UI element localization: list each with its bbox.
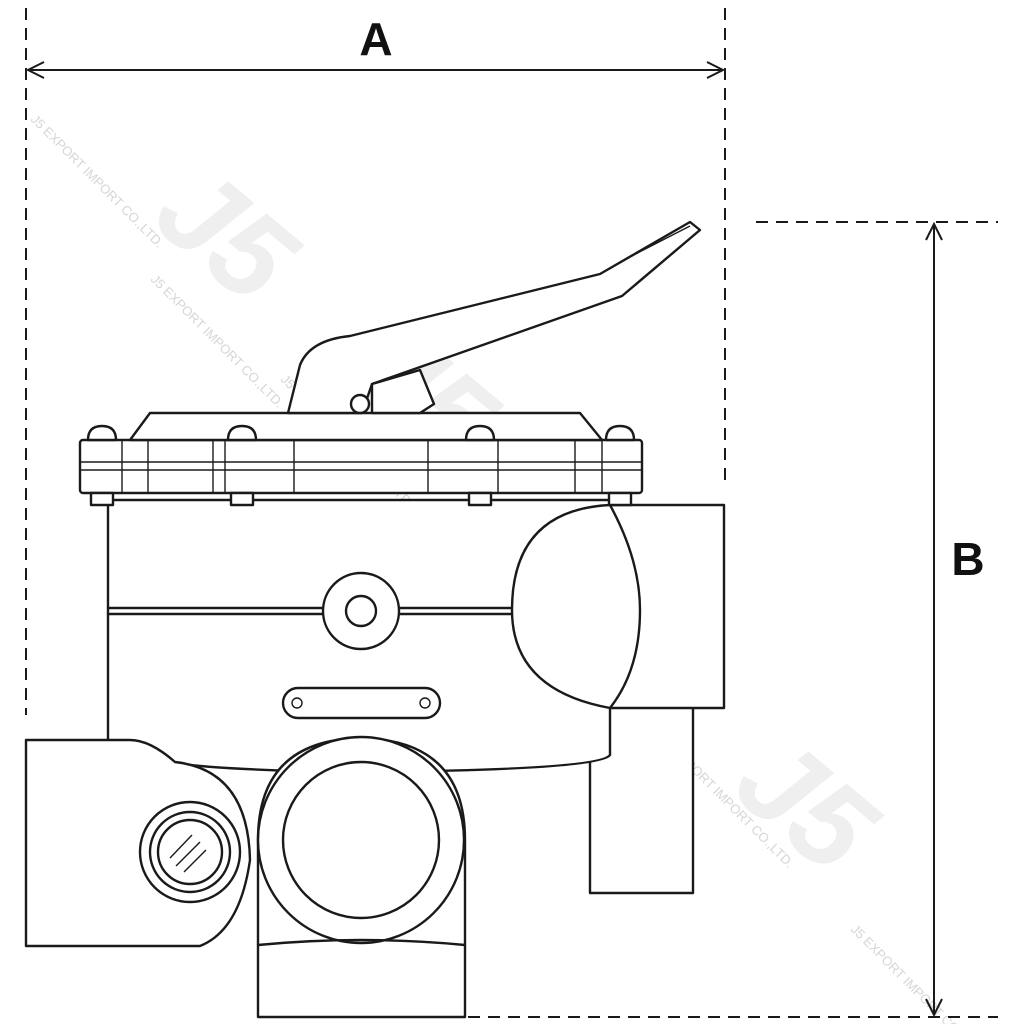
elbow-curve	[608, 503, 642, 710]
arrow-right-icon	[706, 61, 726, 79]
dimension-label-b: B	[951, 533, 984, 585]
screw-head-icon	[604, 424, 636, 442]
port-front-bore	[281, 760, 441, 920]
dimension-label-a: A	[359, 13, 392, 65]
elbow-port-right	[510, 503, 726, 710]
arrow-down-icon	[925, 998, 943, 1018]
dimension-b: B	[468, 221, 998, 1018]
arrow-up-icon	[925, 221, 943, 241]
nut-icon	[467, 491, 493, 507]
screw-head-icon	[226, 424, 258, 442]
handle-grip-line	[619, 225, 691, 263]
nut-icon	[89, 491, 115, 507]
valve-handle	[286, 220, 702, 415]
screw-head-icon	[86, 424, 118, 442]
multiport-valve	[24, 220, 726, 1019]
handle-lever	[286, 220, 702, 415]
sight-glass-icon	[344, 594, 378, 628]
plug-hatch	[175, 841, 201, 867]
plate-screw-icon	[291, 697, 303, 709]
label-plate	[281, 686, 442, 720]
handle-latch	[370, 368, 436, 415]
watermark-company-text: J5 EXPORT IMPORT CO.,LTD.	[848, 922, 987, 1024]
lid-top	[128, 411, 604, 442]
handle-pivot-icon	[349, 393, 371, 415]
port-front-collar	[256, 938, 467, 947]
screw-head-icon	[464, 424, 496, 442]
nut-icon	[607, 491, 633, 507]
lid-flange	[78, 438, 644, 495]
nut-icon	[229, 491, 255, 507]
plate-screw-icon	[419, 697, 431, 709]
watermark-company-text: J5 EXPORT IMPORT CO.,LTD.	[28, 112, 167, 251]
plug-hatch	[183, 849, 207, 873]
dimension-a: A	[25, 8, 726, 715]
arrow-left-icon	[25, 61, 45, 79]
plug-hatch	[169, 834, 193, 859]
